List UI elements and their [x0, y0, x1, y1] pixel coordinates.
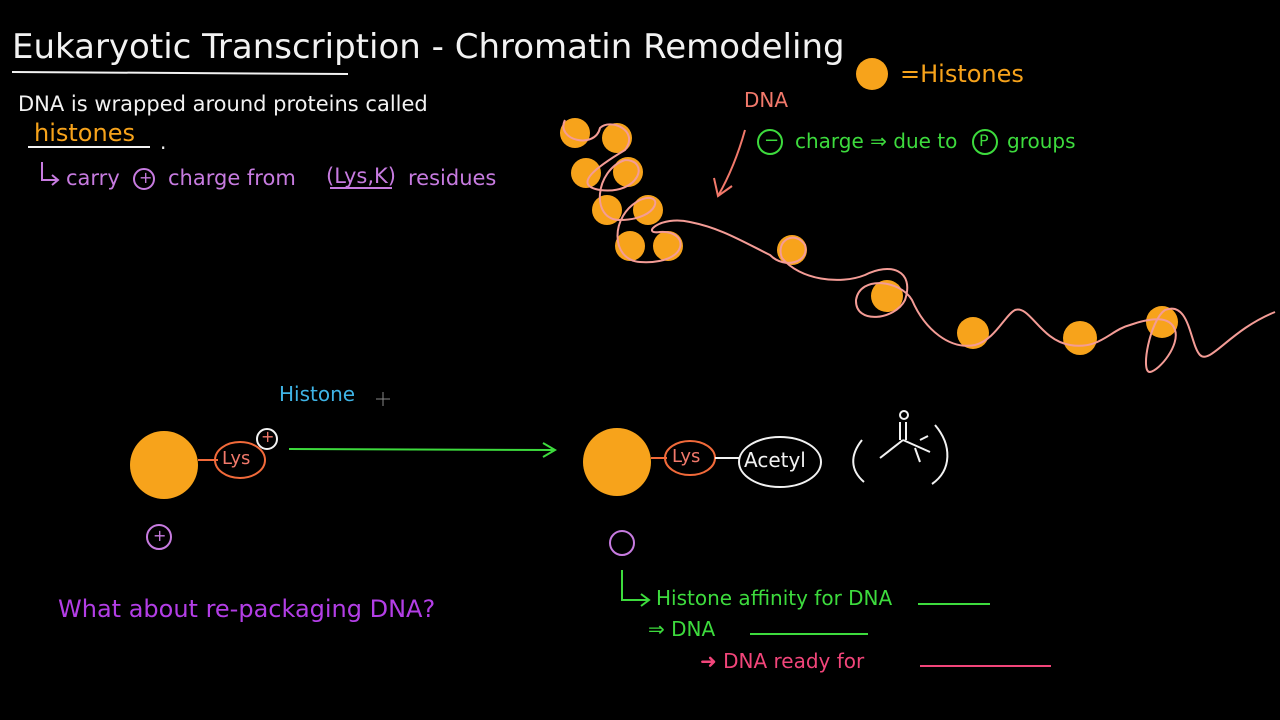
ready-text: ➜ DNA ready for — [700, 649, 865, 673]
lys-right-label: Lys — [672, 446, 701, 467]
histone-left — [130, 431, 198, 499]
repackaging-question: What about re-packaging DNA? — [58, 595, 436, 623]
left-charge-label: + — [153, 526, 167, 545]
histone-right — [583, 428, 651, 496]
cursor-icon — [376, 392, 390, 406]
lys-residue-label: (Lys,K) — [326, 164, 396, 188]
affinity-text: Histone affinity for DNA — [656, 586, 893, 610]
lys-left-label: Lys — [222, 448, 251, 469]
legend-label: =Histones — [900, 60, 1024, 88]
affinity-arrow — [621, 570, 648, 601]
carry-plus: + — [139, 168, 153, 187]
structure-paren-left — [852, 439, 865, 483]
neutral-charge-icon — [609, 530, 635, 556]
dna-strand — [562, 119, 1276, 373]
residues-label: residues — [408, 166, 497, 190]
minus-circle-icon — [757, 129, 783, 155]
legend-histone-icon — [856, 58, 888, 90]
intro-line1: DNA is wrapped around proteins called — [18, 92, 428, 116]
chromatin-diagram — [560, 118, 1276, 373]
phosphate-label: P — [979, 131, 989, 150]
intro-period: . — [160, 130, 167, 154]
title-underline — [11, 71, 349, 75]
phosphate-circle-icon — [972, 129, 998, 155]
acetyl-label: Acetyl — [744, 448, 806, 472]
histones-word: histones — [34, 119, 135, 147]
dna-line-text: ⇒ DNA — [648, 617, 716, 641]
carry-prefix: carry — [66, 166, 120, 190]
plus-circle-icon — [133, 168, 155, 190]
reaction-arrow — [288, 448, 554, 451]
acetyl-structure — [879, 422, 931, 463]
groups-label: groups — [1007, 129, 1076, 153]
carry-suffix: charge from — [168, 166, 296, 190]
dna-label: DNA — [744, 88, 789, 112]
lys-left-oval — [214, 441, 266, 479]
minus-sign: − — [764, 130, 780, 151]
carry-arrow — [41, 162, 58, 181]
histone-reaction-label: Histone — [279, 382, 356, 406]
dna-pointer-arrow — [717, 129, 746, 197]
charge-note: charge ⇒ due to — [795, 129, 958, 153]
plus-charge-label: + — [261, 427, 275, 446]
structure-paren-right — [931, 424, 949, 485]
page-title: Eukaryotic Transcription - Chromatin Rem… — [12, 27, 845, 67]
plus-charge-icon — [256, 428, 278, 450]
acetyl-oval — [738, 436, 822, 488]
plus-charge-bottom-icon — [146, 524, 172, 550]
